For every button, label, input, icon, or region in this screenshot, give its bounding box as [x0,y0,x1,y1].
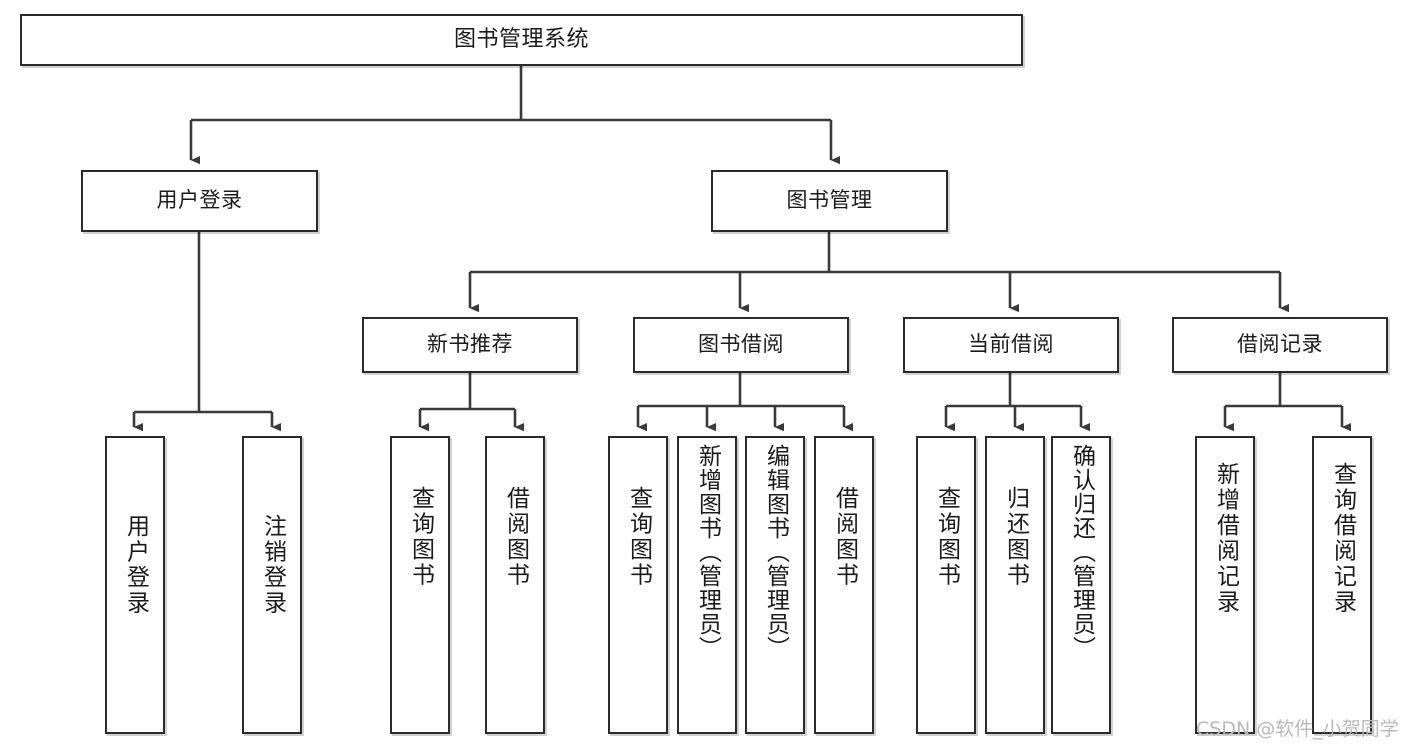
node-label: 图书借阅 [698,332,784,357]
leaf-record-add-borrow-record[interactable]: 新增借阅记录 [1195,436,1255,734]
node-label: 新增借阅记录 [1212,462,1239,615]
leaf-record-query-borrow-record[interactable]: 查询借阅记录 [1312,436,1372,734]
node-borrow-record[interactable]: 借阅记录 [1172,317,1388,373]
node-user-login[interactable]: 用户登录 [81,170,318,232]
node-book-management[interactable]: 图书管理 [711,170,948,232]
node-label: 用户登录 [122,514,149,616]
node-label: 借阅图书 [831,486,858,588]
leaf-recommend-query-book[interactable]: 查询图书 [390,436,450,734]
node-label: 查询借阅记录 [1329,462,1356,615]
node-current-borrow[interactable]: 当前借阅 [903,317,1119,373]
node-new-book-recommendation[interactable]: 新书推荐 [362,317,578,373]
node-label: 新增图书（管理员） [694,444,721,660]
node-label: 借阅图书 [502,486,529,588]
leaf-current-query-book[interactable]: 查询图书 [916,436,976,734]
node-label: 归还图书 [1002,486,1029,588]
node-label: 编辑图书（管理员） [762,444,789,660]
node-label: 借阅记录 [1237,332,1323,357]
node-label: 查询图书 [625,486,652,588]
leaf-current-confirm-return-admin[interactable]: 确认归还（管理员） [1051,436,1111,734]
leaf-borrow-borrow-book[interactable]: 借阅图书 [814,436,874,734]
node-label: 查询图书 [933,486,960,588]
node-label: 用户登录 [156,188,243,213]
leaf-recommend-borrow-book[interactable]: 借阅图书 [485,436,545,734]
leaf-user-login-logout[interactable]: 注销登录 [242,436,302,734]
node-label: 图书管理 [786,188,873,213]
node-book-borrow[interactable]: 图书借阅 [633,317,849,373]
leaf-current-return-book[interactable]: 归还图书 [985,436,1045,734]
leaf-borrow-query-book[interactable]: 查询图书 [608,436,668,734]
node-label: 查询图书 [407,486,434,588]
node-root-book-management-system[interactable]: 图书管理系统 [20,14,1023,66]
node-label: 当前借阅 [968,332,1054,357]
csdn-watermark: CSDN @软件_小贺同学 [1196,718,1399,740]
leaf-borrow-edit-book-admin[interactable]: 编辑图书（管理员） [745,436,805,734]
node-label: 新书推荐 [427,332,513,357]
node-label: 确认归还（管理员） [1068,444,1095,660]
node-label: 注销登录 [259,514,286,616]
leaf-borrow-add-book-admin[interactable]: 新增图书（管理员） [677,436,737,734]
leaf-user-login-login[interactable]: 用户登录 [105,436,165,734]
node-label: 图书管理系统 [453,26,589,52]
